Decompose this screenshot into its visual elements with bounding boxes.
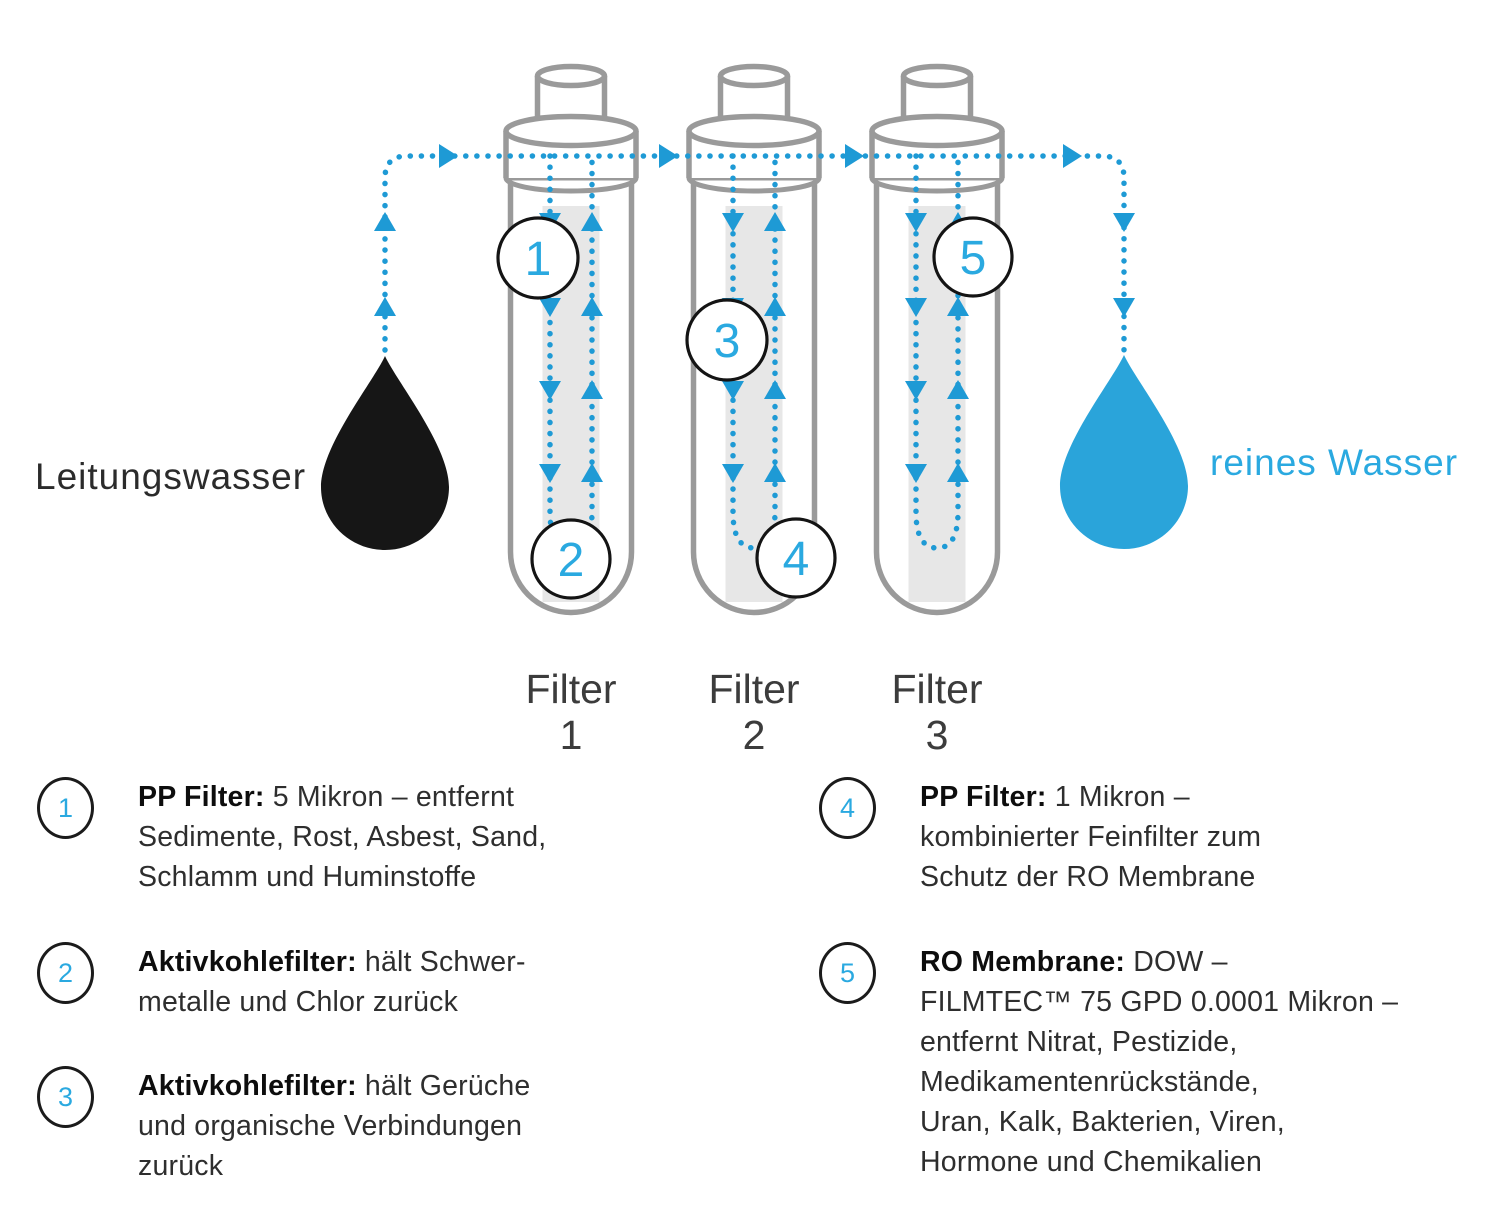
legend-text: DOW – (1125, 946, 1228, 978)
filter-neck-top (900, 63, 974, 89)
legend-marker-5-number: 5 (839, 957, 856, 988)
filter-cap-top (503, 113, 639, 149)
filter-labels: Filter 1 Filter 2 Filter 3 (525, 666, 982, 758)
filter-cartridge-3 (869, 63, 1005, 616)
legend-marker-1: 1 (37, 777, 94, 839)
legend-line: Schutz der RO Membrane (920, 861, 1256, 893)
legend-line: PP Filter: 1 Mikron – (920, 777, 1500, 817)
legend-item-1: 1 PP Filter: 5 Mikron – entfernt Sedimen… (37, 777, 758, 897)
tap-water-label: Leitungswasser (35, 456, 306, 497)
marker-2-number: 2 (558, 534, 585, 587)
filter-cap-bottom (869, 175, 1005, 194)
legend-line: Medikamentenrückstände, (920, 1066, 1259, 1098)
filter-1-number: 1 (560, 712, 583, 758)
legend-line: metalle und Chlor zurück (138, 986, 459, 1018)
legend-marker-4-number: 4 (839, 792, 856, 823)
legend-bold-label: RO Membrane: (920, 946, 1126, 978)
legend-line: PP Filter: 5 Mikron – entfernt (138, 777, 758, 817)
filter-cap-bottom (503, 175, 639, 194)
filter-1-label: Filter (525, 666, 616, 712)
flow-dotted-lines (382, 153, 1127, 551)
legend-bold-label: Aktivkohlefilter: (138, 1070, 357, 1102)
filter-neck-top (717, 63, 791, 89)
legend-bold-label: Aktivkohlefilter: (138, 946, 357, 978)
legend-line: Hormone und Chemikalien (920, 1146, 1263, 1178)
marker-1: 1 (496, 216, 580, 300)
legend-line: RO Membrane: DOW – (920, 942, 1500, 982)
legend-line: Schlamm und Huminstoffe (138, 861, 477, 893)
legend-text: hält Schwer- (356, 946, 526, 978)
legend-marker-3: 3 (37, 1066, 94, 1128)
legend-item-4: 4 PP Filter: 1 Mikron – kombinierter Fei… (819, 777, 1500, 897)
marker-3: 3 (685, 298, 769, 382)
marker-1-number: 1 (525, 233, 552, 286)
legend-marker-2-number: 2 (57, 957, 74, 988)
filter-cap-top (686, 113, 822, 149)
marker-5-number: 5 (960, 232, 987, 285)
legend-text: 5 Mikron – entfernt (264, 781, 515, 813)
legend-text: 1 Mikron – (1046, 781, 1190, 813)
legend-marker-3-number: 3 (57, 1081, 74, 1112)
filter-cap-top (869, 113, 1005, 149)
marker-5: 5 (932, 216, 1014, 298)
legend-line: zurück (138, 1150, 224, 1182)
marker-4: 4 (755, 517, 837, 599)
legend-line: und organische Verbindungen (138, 1110, 523, 1142)
legend-marker-5: 5 (819, 942, 876, 1004)
filter-2-label: Filter (708, 666, 799, 712)
legend-item-3-text: Aktivkohlefilter: hält Gerüche und organ… (138, 1066, 758, 1186)
legend-line: Uran, Kalk, Bakterien, Viren, (920, 1106, 1285, 1138)
legend-text: hält Gerüche (356, 1070, 531, 1102)
marker-2: 2 (530, 518, 612, 600)
legend-line: FILMTEC™ 75 GPD 0.0001 Mikron – (920, 986, 1399, 1018)
legend-marker-2: 2 (37, 942, 94, 1004)
legend-item-2-text: Aktivkohlefilter: hält Schwer- metalle u… (138, 942, 758, 1022)
filter-neck-top (534, 63, 608, 89)
filter-cap-bottom (686, 175, 822, 194)
legend-item-1-text: PP Filter: 5 Mikron – entfernt Sedimente… (138, 777, 758, 897)
tap-water-drop-icon (321, 356, 449, 550)
flow-path-main (382, 153, 1127, 353)
filter-3-label: Filter (891, 666, 982, 712)
legend-marker-4: 4 (819, 777, 876, 839)
pure-water-label: reines Wasser (1210, 442, 1458, 483)
legend-item-3: 3 Aktivkohlefilter: hält Gerüche und org… (37, 1066, 758, 1186)
filtration-diagram: 1 2 3 4 5 Leitungswasser reines Wasser (35, 63, 1458, 758)
legend-item-4-text: PP Filter: 1 Mikron – kombinierter Feinf… (920, 777, 1500, 897)
legend-item-2: 2 Aktivkohlefilter: hält Schwer- metalle… (37, 942, 758, 1022)
filter-cap-sides (869, 131, 1005, 178)
filter-3-number: 3 (926, 712, 949, 758)
legend-marker-1-number: 1 (57, 792, 74, 823)
legend-line: Sedimente, Rost, Asbest, Sand, (138, 821, 547, 853)
legend-bold-label: PP Filter: (138, 781, 265, 813)
legend-item-5-text: RO Membrane: DOW – FILMTEC™ 75 GPD 0.000… (920, 942, 1500, 1182)
filter-2-number: 2 (743, 712, 766, 758)
legend-bold-label: PP Filter: (920, 781, 1047, 813)
diagram-markers: 1 2 3 4 5 (496, 216, 1014, 600)
legend-item-5: 5 RO Membrane: DOW – FILMTEC™ 75 GPD 0.0… (819, 942, 1500, 1182)
legend-line: Aktivkohlefilter: hält Schwer- (138, 942, 758, 982)
legend-line: entfernt Nitrat, Pestizide, (920, 1026, 1238, 1058)
legend-line: kombinierter Feinfilter zum (920, 821, 1262, 853)
legend-line: Aktivkohlefilter: hält Gerüche (138, 1066, 758, 1106)
filter-cap-sides (503, 131, 639, 178)
marker-4-number: 4 (783, 533, 810, 586)
pure-water-drop-icon (1060, 355, 1188, 549)
filter-cartridge-2 (686, 63, 822, 616)
marker-3-number: 3 (714, 315, 741, 368)
